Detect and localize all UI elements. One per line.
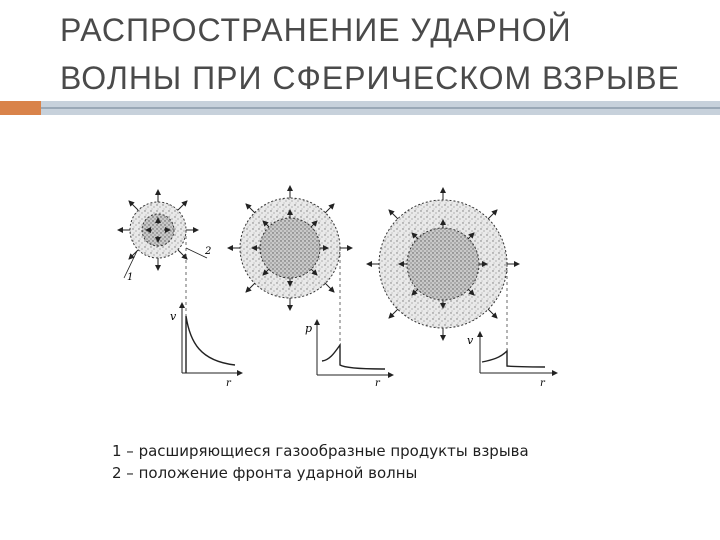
graph-1-y-label: v: [170, 310, 177, 323]
sphere-medium: [227, 185, 353, 311]
graph-1: [179, 302, 243, 376]
graph-3: [477, 331, 558, 376]
title-rule: [41, 101, 720, 115]
legend-line-2: 2 – положение фронта ударной волны: [112, 464, 418, 482]
slide-title: РАСПРОСТРАНЕНИЕ УДАРНОЙ ВОЛНЫ ПРИ СФЕРИЧ…: [60, 12, 680, 96]
graph-2-y-label: p: [305, 322, 312, 335]
legend: 1 – расширяющиеся газообразные продукты …: [112, 440, 529, 484]
graph-3-x-label: r: [540, 378, 546, 389]
graph-2: [314, 319, 394, 378]
label-1: 1: [127, 272, 133, 283]
label-2: 2: [204, 246, 211, 257]
legend-line-1: 1 – расширяющиеся газообразные продукты …: [112, 442, 529, 460]
accent-bar: [0, 101, 41, 115]
graph-1-x-label: r: [226, 378, 232, 389]
sphere-small: [117, 189, 199, 271]
sphere-large: [366, 187, 520, 341]
graph-2-x-label: r: [375, 378, 381, 389]
graph-3-y-label: v: [467, 334, 474, 347]
shock-wave-diagram: 1 2: [117, 185, 558, 389]
